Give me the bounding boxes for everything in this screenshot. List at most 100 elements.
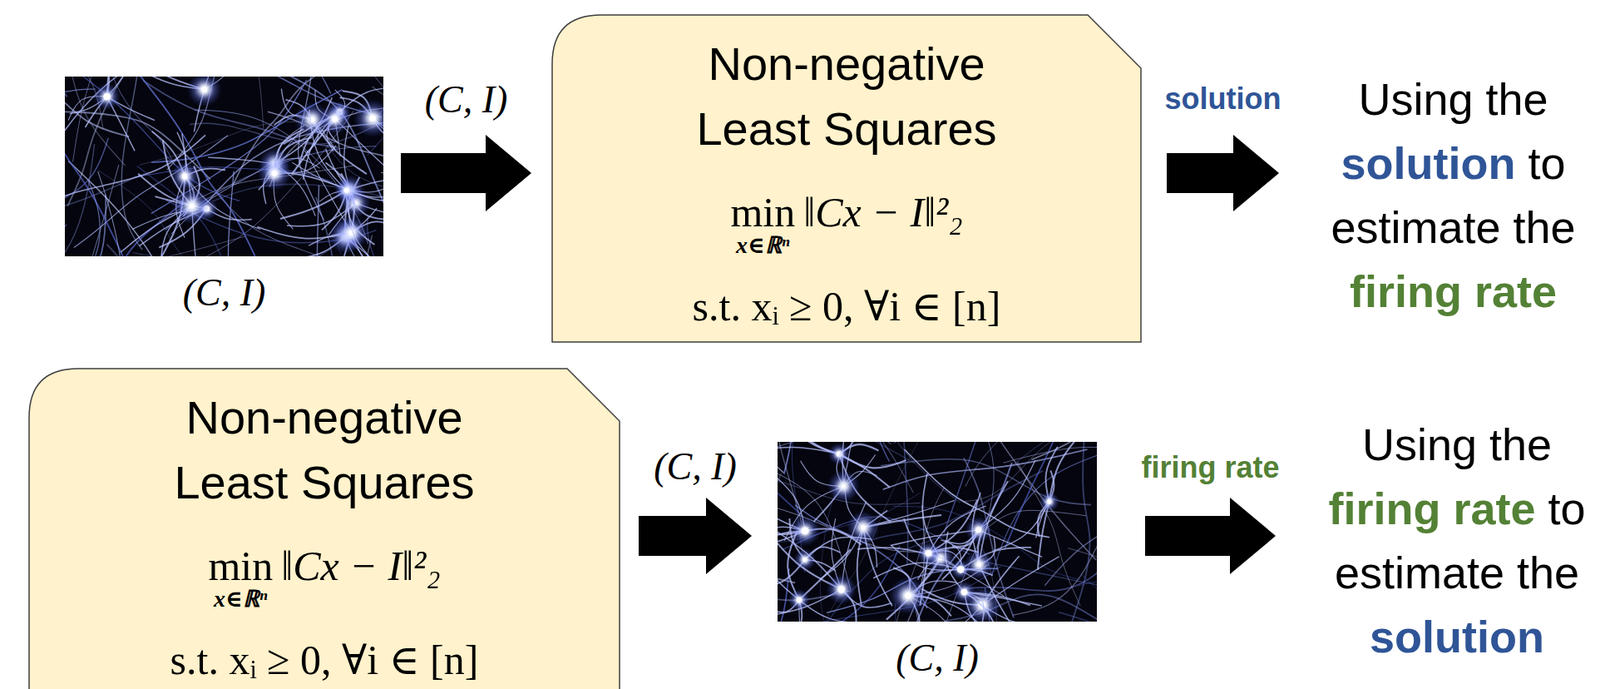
neuron-fiber	[64, 181, 100, 257]
neuron-glow	[187, 76, 223, 107]
highlight-word: firing rate	[1328, 483, 1536, 534]
neuron-fiber	[151, 89, 343, 163]
neuron-body	[201, 86, 208, 93]
neuron-body	[331, 115, 338, 122]
neuron-fiber	[816, 534, 949, 622]
arrow-label: solution	[1165, 80, 1282, 118]
neuron-body	[904, 592, 912, 599]
neuron-body	[801, 527, 810, 535]
neuron-body	[271, 170, 277, 177]
neuron-fiber	[893, 441, 1036, 443]
statement-text: Using the firing rate to estimate the so…	[1318, 412, 1596, 669]
neuron-glow	[953, 580, 976, 603]
neuron-body	[188, 202, 194, 208]
neuron-illustration	[64, 76, 384, 257]
neuron-glow	[1039, 491, 1060, 512]
neuron-glow	[172, 187, 211, 225]
neuron-fiber	[861, 470, 1043, 544]
neuron-glow	[965, 516, 993, 544]
neuron-glow	[170, 161, 200, 191]
formula-row: minx∈ℝⁿ‖Cx − I‖²₂	[28, 544, 621, 612]
neuron-fiber	[1012, 515, 1097, 615]
neuron-body	[344, 187, 350, 193]
arrow-label: firing rate	[1140, 449, 1280, 486]
neuron-body	[957, 565, 965, 573]
neuron-dendrite	[960, 547, 1032, 569]
neuron-body	[1046, 498, 1052, 504]
neuron-fiber	[992, 452, 1097, 575]
image-caption: (C, I)	[777, 637, 1097, 679]
min-word: min	[207, 544, 273, 587]
neuron-fiber	[64, 88, 95, 119]
block-arrow	[638, 497, 752, 574]
neuron-glow	[319, 103, 351, 135]
neuron-image: (C, I)	[64, 76, 384, 257]
neuron-glow	[828, 442, 851, 465]
neuron-fiber	[777, 441, 802, 524]
neuron-dendrite	[978, 459, 1036, 530]
statement-part: Using the	[1362, 419, 1552, 470]
neuron-body	[961, 588, 968, 596]
constraint-formula: s.t. xᵢ ≥ 0, ∀i ∈ [n]	[28, 634, 621, 685]
neuron-fiber	[844, 441, 889, 462]
neuron-fiber	[64, 76, 125, 257]
neuron-image: (C, I)	[777, 441, 1097, 622]
neuron-fiber	[167, 76, 272, 170]
constraint-formula: s.t. xᵢ ≥ 0, ∀i ∈ [n]	[551, 281, 1142, 331]
neuron-glow	[93, 83, 121, 111]
neuron-fiber	[64, 76, 68, 97]
objective-formula: ‖Cx − I‖²₂	[281, 544, 440, 587]
highlight-word: solution	[1340, 138, 1516, 188]
neuron-illustration	[777, 441, 1097, 622]
box-shape	[29, 368, 620, 689]
neuron-dendrite	[309, 109, 347, 191]
neuron-glow	[916, 541, 940, 565]
min-subscript: x∈ℝⁿ	[213, 586, 267, 612]
neuron-fiber	[74, 135, 228, 248]
neuron-fiber	[1002, 446, 1097, 470]
image-caption: (C, I)	[64, 271, 384, 314]
neuron-fiber	[1004, 441, 1092, 549]
process-box: Non-negative Least Squaresminx∈ℝⁿ‖Cx − I…	[551, 14, 1142, 343]
neuron-body	[925, 549, 933, 557]
neuron-glow	[950, 558, 971, 579]
neuron-body	[182, 172, 188, 179]
text-block: Using the firing rate to estimate the so…	[1318, 412, 1596, 669]
neuron-body	[976, 561, 982, 567]
box-shape	[552, 14, 1141, 342]
neuron-glow	[257, 156, 292, 191]
formula-row: minx∈ℝⁿ‖Cx − I‖²₂	[551, 191, 1142, 258]
neuron-fiber	[223, 76, 264, 129]
neuron-glow	[788, 588, 810, 611]
neuron-glow	[846, 510, 880, 544]
process-box: Non-negative Least Squaresminx∈ℝⁿ‖Cx − I…	[28, 367, 621, 689]
neuron-fiber	[64, 76, 238, 154]
neuron-dendrite	[993, 501, 1049, 551]
neuron-fiber	[777, 545, 900, 622]
neuron-body	[975, 526, 982, 533]
neuron-fiber	[380, 172, 384, 257]
box-content: Non-negative Least Squaresminx∈ℝⁿ‖Cx − I…	[28, 367, 621, 685]
neuron-glow	[335, 178, 358, 202]
neuron-fiber	[121, 76, 144, 250]
statement-text: Using the solution to estimate the firin…	[1313, 67, 1593, 324]
neuron-fiber	[200, 76, 381, 118]
min-operator: minx∈ℝⁿ	[207, 544, 273, 612]
min-subscript: x∈ℝⁿ	[735, 232, 790, 258]
image-ground	[64, 76, 384, 257]
neuron-glow	[888, 576, 928, 615]
statement-part: Using the	[1358, 74, 1548, 124]
neuron-body	[841, 483, 846, 489]
neuron-glow	[827, 469, 860, 503]
neuron-fiber	[129, 165, 355, 245]
arrow-label: (C, I)	[424, 79, 509, 121]
neuron-body	[796, 597, 802, 603]
neuron-glow	[353, 98, 384, 138]
highlight-word: solution	[1369, 611, 1545, 662]
box-content: Non-negative Least Squaresminx∈ℝⁿ‖Cx − I…	[551, 14, 1142, 331]
highlight-word: firing rate	[1349, 266, 1557, 317]
neuron-fiber	[872, 441, 909, 565]
neuron-glow	[334, 174, 366, 206]
